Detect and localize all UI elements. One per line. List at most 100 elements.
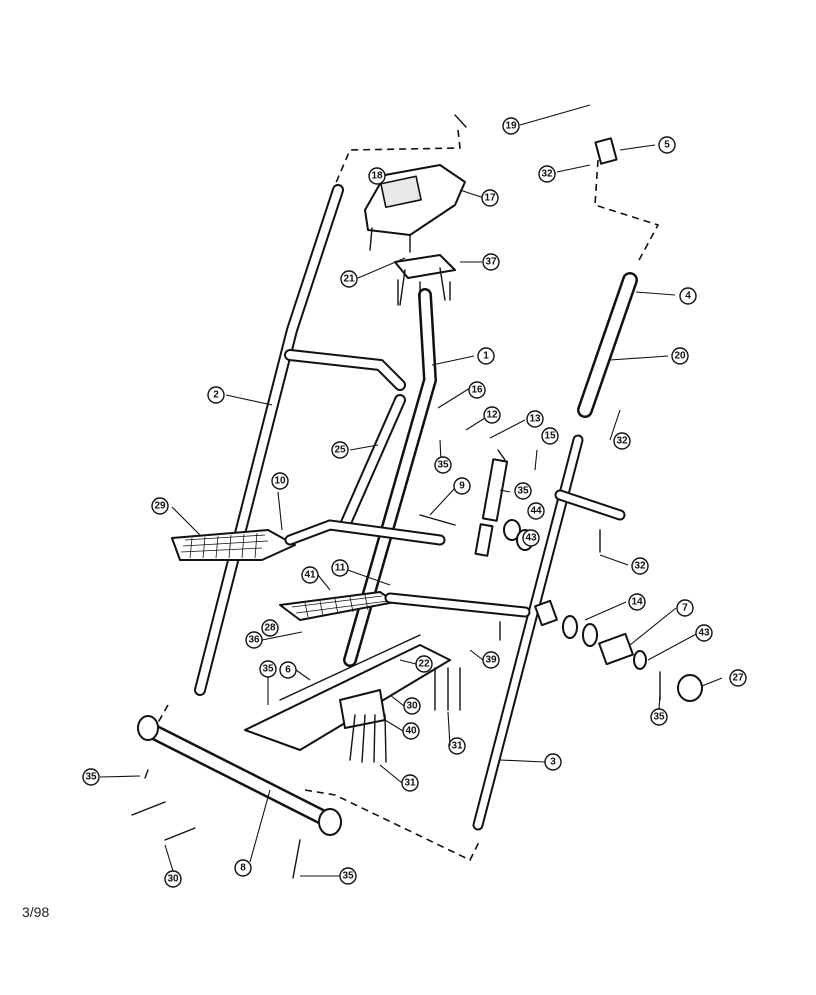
callout-12: 12 <box>483 406 501 424</box>
svg-text:2: 2 <box>213 390 219 401</box>
svg-text:20: 20 <box>674 351 686 362</box>
callout-43-a: 43 <box>522 529 540 547</box>
svg-text:12: 12 <box>486 410 498 421</box>
callout-20: 20 <box>671 347 689 365</box>
svg-text:41: 41 <box>304 570 316 581</box>
callout-19: 19 <box>502 117 520 135</box>
rear-stabilizer <box>137 715 342 836</box>
callout-10: 10 <box>271 472 289 490</box>
svg-text:27: 27 <box>732 673 744 684</box>
svg-text:35: 35 <box>437 460 449 471</box>
callout-35-a: 35 <box>434 456 452 474</box>
callout-7: 7 <box>676 599 694 617</box>
callout-39: 39 <box>482 651 500 669</box>
callout-31-a: 31 <box>448 737 466 755</box>
callout-21: 21 <box>340 270 358 288</box>
callout-35-b: 35 <box>514 482 532 500</box>
svg-text:10: 10 <box>274 476 286 487</box>
svg-text:21: 21 <box>343 274 355 285</box>
left-pedal <box>171 519 446 561</box>
svg-text:35: 35 <box>517 486 529 497</box>
callout-3: 3 <box>544 753 562 771</box>
callout-27: 27 <box>729 669 747 687</box>
callout-16: 16 <box>468 381 486 399</box>
side-arm <box>554 489 626 521</box>
arm-linkage <box>284 349 406 531</box>
callout-29: 29 <box>151 497 169 515</box>
callout-30-bottom: 30 <box>164 870 182 888</box>
callout-30-mid: 30 <box>403 697 421 715</box>
fasteners <box>131 279 661 879</box>
svg-text:29: 29 <box>154 501 166 512</box>
center-column <box>343 267 446 667</box>
svg-text:30: 30 <box>167 874 179 885</box>
svg-text:15: 15 <box>544 431 556 442</box>
svg-text:4: 4 <box>685 291 691 302</box>
callout-9: 9 <box>453 477 471 495</box>
svg-text:8: 8 <box>240 863 246 874</box>
svg-text:32: 32 <box>616 436 628 447</box>
svg-text:7: 7 <box>682 603 688 614</box>
svg-text:40: 40 <box>405 726 417 737</box>
svg-text:35: 35 <box>342 871 354 882</box>
svg-text:17: 17 <box>484 193 496 204</box>
callouts: 19 5 32 18 17 37 21 4 1 20 2 16 12 13 15… <box>82 117 747 888</box>
svg-text:9: 9 <box>459 481 465 492</box>
svg-text:32: 32 <box>541 169 553 180</box>
svg-text:39: 39 <box>485 655 497 666</box>
svg-text:43: 43 <box>698 628 710 639</box>
callout-11: 11 <box>331 559 349 577</box>
callout-14: 14 <box>628 593 646 611</box>
svg-text:43: 43 <box>525 533 537 544</box>
svg-text:16: 16 <box>471 385 483 396</box>
callout-36: 36 <box>245 631 263 649</box>
svg-text:3: 3 <box>550 757 556 768</box>
svg-text:11: 11 <box>335 563 346 574</box>
svg-text:18: 18 <box>371 171 383 182</box>
resistance-cylinder <box>474 449 534 557</box>
page-date-note: 3/98 <box>22 904 50 920</box>
svg-text:35: 35 <box>653 712 665 723</box>
svg-text:5: 5 <box>664 140 670 151</box>
assembly-outline <box>154 129 660 862</box>
base-frame <box>244 634 451 751</box>
callout-25: 25 <box>331 441 349 459</box>
callout-8: 8 <box>234 859 252 877</box>
callout-41: 41 <box>301 566 319 584</box>
callout-5: 5 <box>658 136 676 154</box>
callout-35-d: 35 <box>650 708 668 726</box>
leader-lines <box>171 104 723 687</box>
right-pedal <box>279 591 531 621</box>
svg-text:19: 19 <box>505 121 517 132</box>
wheel-assembly <box>534 599 703 702</box>
callout-37: 37 <box>482 253 500 271</box>
callout-43-b: 43 <box>695 624 713 642</box>
callout-32-mid: 32 <box>631 557 649 575</box>
callout-1: 1 <box>477 347 495 365</box>
svg-text:22: 22 <box>418 659 430 670</box>
svg-text:31: 31 <box>451 741 463 752</box>
left-upright <box>194 184 344 696</box>
callout-leaders-lower <box>99 649 661 877</box>
svg-text:1: 1 <box>483 351 489 362</box>
svg-text:35: 35 <box>262 664 274 675</box>
svg-text:32: 32 <box>634 561 646 572</box>
right-upright <box>472 272 638 831</box>
callout-4: 4 <box>679 287 697 305</box>
svg-text:44: 44 <box>530 506 542 517</box>
svg-text:35: 35 <box>85 772 97 783</box>
callout-32-right: 32 <box>613 432 631 450</box>
callout-18: 18 <box>368 167 386 185</box>
callout-17: 17 <box>481 189 499 207</box>
callout-28: 28 <box>261 619 279 637</box>
callout-35-f: 35 <box>339 867 357 885</box>
top-handlebar <box>453 23 623 165</box>
svg-text:30: 30 <box>406 701 418 712</box>
callout-40: 40 <box>402 722 420 740</box>
svg-text:13: 13 <box>529 414 541 425</box>
svg-text:14: 14 <box>631 597 643 608</box>
callout-15: 15 <box>541 427 559 445</box>
svg-text:31: 31 <box>404 778 416 789</box>
svg-text:37: 37 <box>485 257 497 268</box>
